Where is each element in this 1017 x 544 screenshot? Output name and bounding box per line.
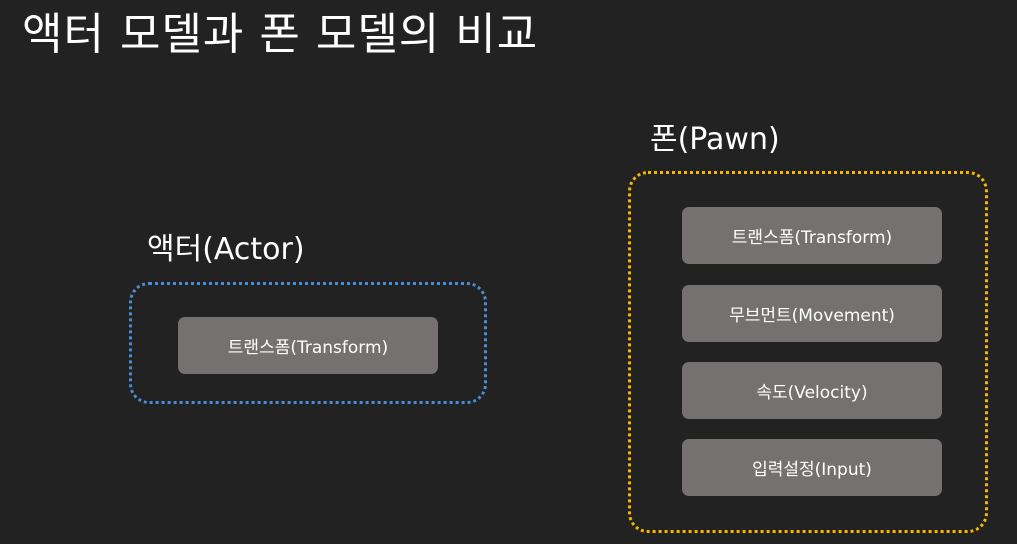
page-title: 액터 모델과 폰 모델의 비교 bbox=[22, 9, 539, 60]
pawn-group-frame bbox=[628, 171, 988, 533]
pawn-component-movement: 무브먼트(Movement) bbox=[682, 285, 942, 342]
pawn-component-transform: 트랜스폼(Transform) bbox=[682, 207, 942, 264]
pawn-component-input: 입력설정(Input) bbox=[682, 439, 942, 496]
actor-group-frame bbox=[129, 282, 487, 404]
pawn-component-velocity: 속도(Velocity) bbox=[682, 362, 942, 419]
actor-group-label: 액터(Actor) bbox=[147, 232, 305, 267]
actor-component-transform: 트랜스폼(Transform) bbox=[178, 317, 438, 374]
pawn-group-label: 폰(Pawn) bbox=[650, 122, 780, 157]
